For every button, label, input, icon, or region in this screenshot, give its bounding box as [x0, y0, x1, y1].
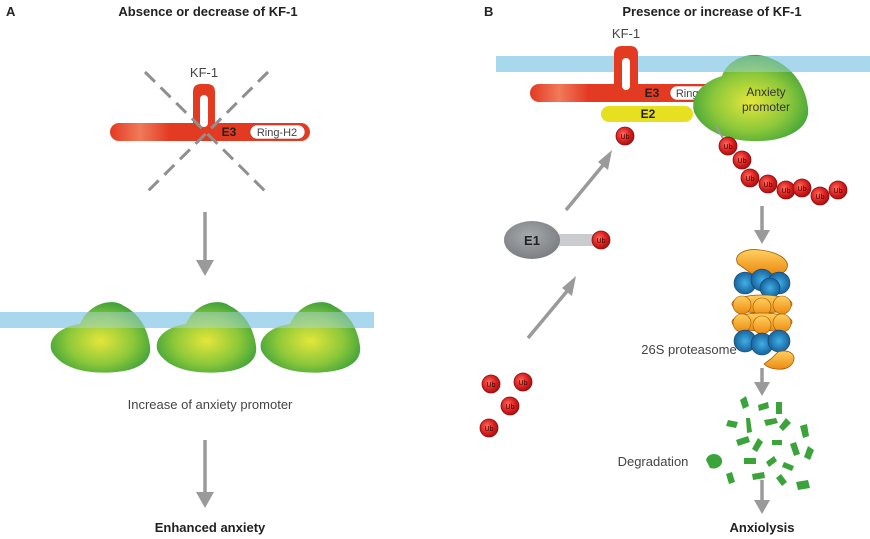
- panel-a-e3-label: E3: [222, 125, 237, 139]
- ub-icon: Ub: [810, 186, 830, 206]
- panel-b-proteasome-label: 26S proteasome: [641, 342, 736, 357]
- svg-text:Ub: Ub: [487, 382, 496, 389]
- panel-b-e3-label: E3: [645, 86, 660, 100]
- panel-b-title: Presence or increase of KF-1: [622, 4, 801, 19]
- svg-text:Ub: Ub: [798, 186, 807, 193]
- svg-text:Ub: Ub: [724, 144, 733, 151]
- panel-a-e3-ligase: [110, 84, 310, 141]
- panel-b-arrow-e1-to-e2: [564, 150, 612, 212]
- panel-a-arrow-2: [196, 440, 214, 508]
- ub-icon: Ub: [732, 150, 752, 170]
- free-ubiquitin-group: Ub Ub Ub Ub: [479, 372, 533, 438]
- ub-icon: Ub: [792, 178, 812, 198]
- svg-text:Ub: Ub: [764, 182, 773, 189]
- panel-b-arrow-to-result: [754, 480, 770, 514]
- ub-icon: Ub: [718, 136, 738, 156]
- panel-b: B Presence or increase of KF-1 KF-1 E3 R…: [479, 4, 870, 535]
- ub-icon: Ub: [481, 374, 501, 394]
- svg-text:Ub: Ub: [834, 188, 843, 195]
- ub-icon: Ub: [500, 396, 520, 416]
- ub-icon: Ub: [513, 372, 533, 392]
- panel-a-cross-mark: [143, 70, 270, 196]
- panel-b-e1: [504, 221, 598, 259]
- svg-text:Ub: Ub: [485, 426, 494, 433]
- degradation-fragments-icon: [706, 396, 814, 490]
- panel-b-anxiety-promoter: [693, 54, 809, 142]
- panel-b-degradation-label: Degradation: [618, 454, 689, 469]
- panel-b-e1-label: E1: [524, 233, 540, 248]
- ub-icon: Ub: [740, 168, 760, 188]
- ub-icon: Ub: [479, 418, 499, 438]
- panel-b-letter: B: [484, 4, 493, 19]
- panel-a-arrow-1: [196, 212, 214, 276]
- panel-b-kf1-label: KF-1: [612, 26, 640, 41]
- svg-text:Ub: Ub: [519, 380, 528, 387]
- anxiety-promoter-icon: [260, 302, 361, 373]
- anxiety-promoter-icon: [50, 302, 151, 373]
- svg-text:Ub: Ub: [746, 176, 755, 183]
- panel-b-result-label: Anxiolysis: [729, 520, 794, 535]
- svg-text:Ub: Ub: [816, 194, 825, 201]
- svg-text:Ub: Ub: [738, 158, 747, 165]
- panel-b-arrow-to-proteasome: [754, 206, 770, 244]
- ub-icon: Ub: [758, 174, 778, 194]
- svg-text:Ub: Ub: [621, 134, 630, 141]
- proteasome-icon: [731, 249, 795, 370]
- panel-b-arrow-ub-to-e1: [526, 276, 576, 340]
- ub-icon: Ub: [828, 180, 848, 200]
- panel-b-e2: [601, 106, 693, 122]
- ub-icon: Ub: [615, 126, 635, 146]
- ub-icon: Ub: [776, 180, 796, 200]
- svg-text:Ub: Ub: [506, 404, 515, 411]
- panel-a-letter: A: [6, 4, 16, 19]
- panel-b-promoter-line1: Anxiety: [746, 85, 785, 99]
- panel-b-arrow-to-degradation: [754, 368, 770, 396]
- anxiety-promoter-icon: [156, 302, 257, 373]
- panel-a-result-label: Enhanced anxiety: [155, 520, 266, 535]
- panel-b-e2-label: E2: [641, 107, 656, 121]
- panel-a-kf1-label: KF-1: [190, 65, 218, 80]
- panel-a-anxiety-promoters: [50, 302, 361, 373]
- panel-a: A Absence or decrease of KF-1 KF-1 E3 Ri…: [0, 4, 374, 535]
- svg-text:Ub: Ub: [782, 188, 791, 195]
- ub-icon: Ub: [591, 230, 611, 250]
- polyubiquitin-chain: Ub Ub Ub Ub Ub Ub Ub Ub: [715, 125, 848, 206]
- panel-b-promoter-line2: promoter: [742, 100, 790, 114]
- svg-text:Ub: Ub: [597, 238, 606, 245]
- panel-a-increase-label: Increase of anxiety promoter: [128, 397, 293, 412]
- panel-a-ring-label: Ring-H2: [257, 127, 297, 139]
- panel-a-title: Absence or decrease of KF-1: [118, 4, 297, 19]
